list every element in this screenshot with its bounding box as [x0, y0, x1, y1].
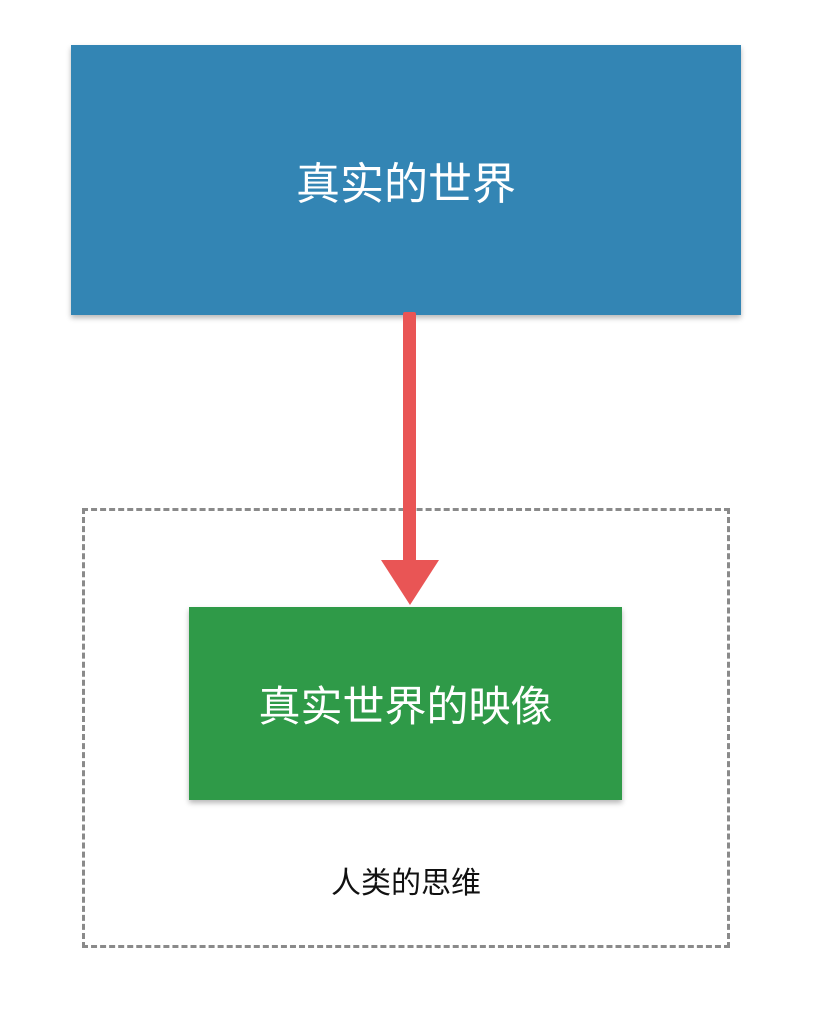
- real-world-label: 真实的世界: [296, 159, 516, 210]
- world-reflection-label: 真实世界的映像: [258, 682, 553, 731]
- arrow-shaft: [403, 312, 416, 562]
- real-world-box: 真实的世界: [71, 45, 741, 315]
- world-reflection-box: 真实世界的映像: [189, 607, 622, 800]
- down-arrow: [381, 312, 439, 605]
- arrow-head: [381, 560, 439, 605]
- human-mind-label: 人类的思维: [331, 866, 481, 901]
